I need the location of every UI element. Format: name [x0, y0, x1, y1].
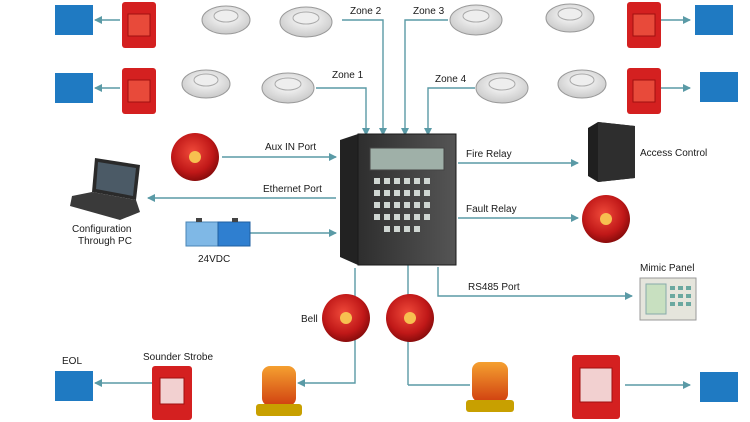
eol-box-second-left [55, 73, 93, 103]
connector-zone3 [401, 19, 448, 136]
eol-boxes [55, 5, 738, 402]
label-zone3: Zone 3 [413, 6, 445, 17]
manual-call-point-icon [122, 2, 661, 114]
connector-zone4 [424, 87, 475, 136]
laptop-icon [70, 158, 140, 220]
label-zone1: Zone 1 [332, 70, 364, 81]
strobe-beacon-icon [152, 355, 620, 420]
label-zone4: Zone 4 [435, 74, 467, 85]
connector-zone1 [316, 87, 370, 136]
eol-box-bottom-left [55, 371, 93, 401]
eol-box-top-left [55, 5, 93, 35]
eol-box-top-right [695, 5, 733, 35]
mimic-panel-icon [639, 277, 697, 321]
label-aux-in: Aux IN Port [265, 142, 316, 153]
label-rs485: RS485 Port [468, 282, 520, 293]
control-panel-icon [340, 133, 457, 266]
label-sounder-strobe: Sounder Strobe [143, 352, 213, 363]
eol-box-bottom-right [700, 372, 738, 402]
label-mimic-panel: Mimic Panel [640, 263, 694, 274]
label-bell: Bell [301, 314, 318, 325]
connector-rs485 [437, 267, 633, 300]
label-eol: EOL [62, 356, 82, 367]
label-ethernet: Ethernet Port [263, 184, 322, 195]
connector-zone2 [342, 19, 387, 136]
access-control-icon [588, 122, 635, 182]
eol-box-second-right [700, 72, 738, 102]
label-battery: 24VDC [198, 254, 230, 265]
label-fault-relay: Fault Relay [466, 204, 517, 215]
bell-icon [171, 133, 630, 342]
smoke-detector-icon [181, 3, 607, 104]
label-zone2: Zone 2 [350, 6, 382, 17]
label-config-pc-1: Configuration [72, 224, 131, 235]
label-access-control: Access Control [640, 148, 707, 159]
label-config-pc-2: Through PC [78, 236, 132, 247]
label-fire-relay: Fire Relay [466, 149, 512, 160]
battery-icon [185, 218, 251, 247]
